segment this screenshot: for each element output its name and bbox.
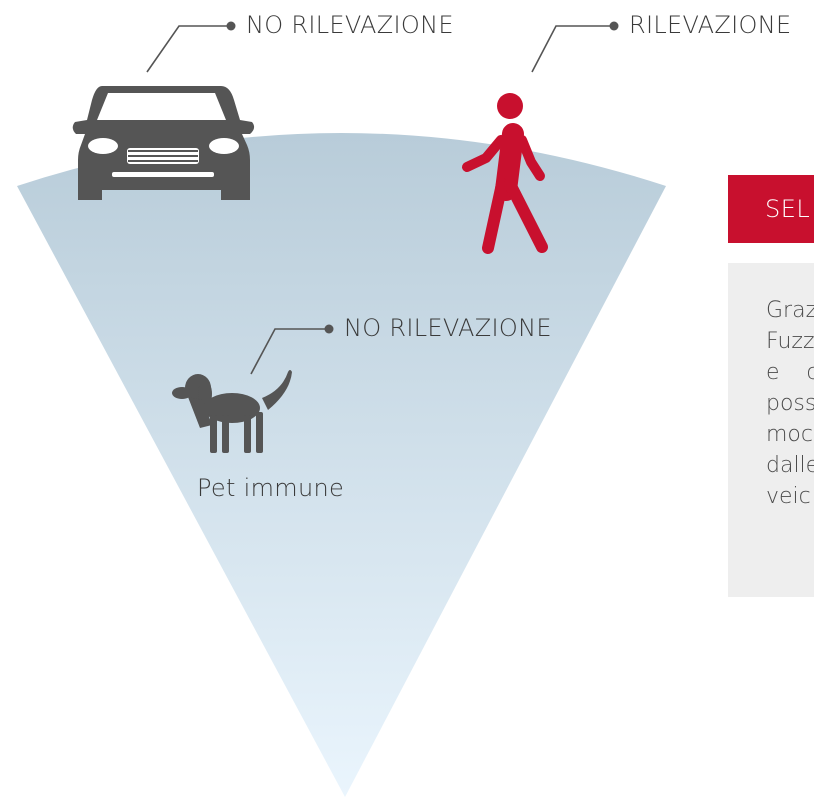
card-text-line: dalle — [766, 453, 814, 478]
detection-cone — [17, 133, 666, 797]
card-header: SEL — [728, 175, 814, 243]
card-text-line: moc — [766, 422, 813, 447]
pet-immune-caption: Pet immune — [197, 474, 345, 502]
card-text-line: Fuzz — [766, 329, 814, 354]
card-text-line: e c — [766, 360, 814, 385]
car-detection-label: NO RILEVAZIONE — [246, 11, 454, 39]
car-icon — [72, 86, 255, 200]
dog-icon — [172, 370, 292, 453]
card-body: Graz Fuzz e c poss moc dalle veic — [728, 263, 814, 597]
card-text-line: Graz — [766, 298, 814, 323]
dog-leader-line — [250, 324, 334, 375]
person-leader-line — [531, 21, 619, 73]
card-text-line: poss — [766, 391, 814, 416]
person-walking-icon — [462, 93, 548, 254]
person-detection-label: RILEVAZIONE — [629, 11, 792, 39]
car-leader-line — [146, 21, 236, 73]
dog-detection-label: NO RILEVAZIONE — [344, 314, 552, 342]
card-text-line: veic — [766, 484, 811, 509]
